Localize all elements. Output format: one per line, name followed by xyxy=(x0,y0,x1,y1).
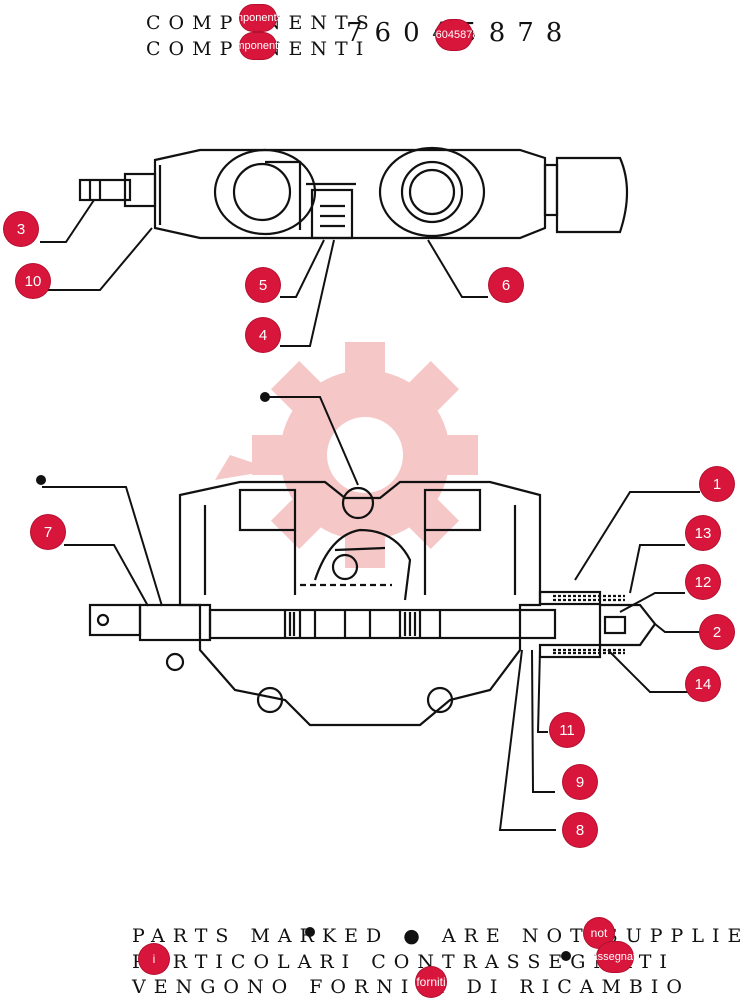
top-view-valve xyxy=(78,146,629,240)
not-supplied-marker-dot xyxy=(36,475,46,485)
overlay-partno-tag[interactable]: 76045878 xyxy=(430,20,478,50)
footer-line-3: VENGONO FORNITI DI RICAMBIO xyxy=(132,976,690,998)
callout-8[interactable]: 8 xyxy=(563,813,597,847)
callout-5[interactable]: 5 xyxy=(246,268,280,302)
callout-11[interactable]: 11 xyxy=(550,713,584,747)
section-view-valve xyxy=(88,480,657,727)
footer-line-1: PARTS MARKED ● ARE NOT SUPPLIED xyxy=(132,925,740,947)
callout-9[interactable]: 9 xyxy=(563,765,597,799)
callout-10[interactable]: 10 xyxy=(16,264,50,298)
footer-line-2: PARTICOLARI CONTRASSEGNATI xyxy=(132,951,675,973)
callout-3[interactable]: 3 xyxy=(4,212,38,246)
leader-lines-top xyxy=(40,199,488,347)
legend-marker-dot xyxy=(561,951,571,961)
callout-1[interactable]: 1 xyxy=(700,467,734,501)
leader-lines-bottom xyxy=(42,396,700,831)
overlay-assegnati-tag[interactable]: assegnati xyxy=(591,942,639,972)
callout-7[interactable]: 7 xyxy=(31,515,65,549)
overlay-i-tag[interactable]: i xyxy=(139,944,169,974)
callout-6[interactable]: 6 xyxy=(489,268,523,302)
not-supplied-marker-dot xyxy=(260,392,270,402)
callout-2[interactable]: 2 xyxy=(700,615,734,649)
callout-14[interactable]: 14 xyxy=(686,667,720,701)
legend-marker-dot xyxy=(305,927,315,937)
overlay-forniti-tag[interactable]: forniti xyxy=(416,967,446,997)
callout-12[interactable]: 12 xyxy=(686,565,720,599)
overlay-componenti-tag[interactable]: mponenti xyxy=(235,33,281,59)
watermark-gear-logo xyxy=(215,342,478,568)
callout-4[interactable]: 4 xyxy=(246,318,280,352)
callout-13[interactable]: 13 xyxy=(686,516,720,550)
overlay-components-tag[interactable]: mponents xyxy=(234,5,282,31)
